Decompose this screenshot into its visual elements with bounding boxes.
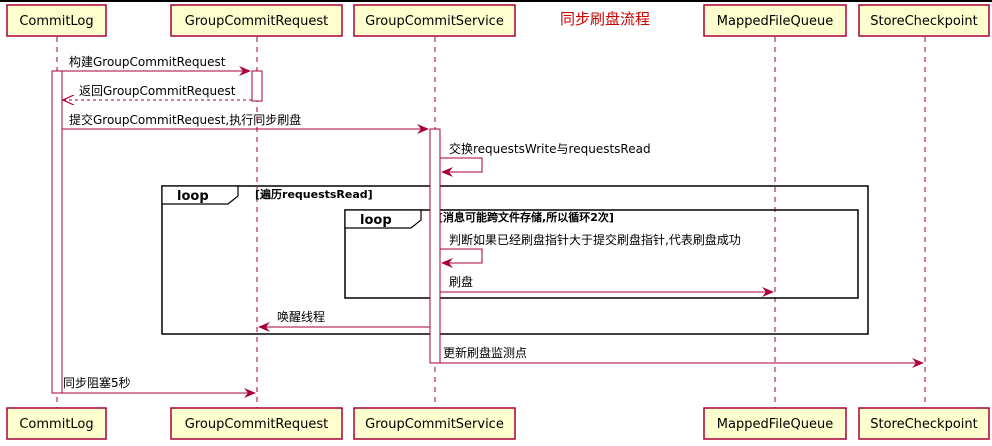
message-label-m6: 刷盘 [449,274,473,289]
participants-bottom: CommitLog GroupCommitRequest GroupCommit… [6,407,990,440]
participant-gcs-top: GroupCommitService [353,4,516,37]
participant-mfq-bottom: MappedFileQueue [703,407,847,440]
activation-gcr [251,70,263,102]
message-label-m9: 同步阻塞5秒 [63,375,131,390]
message-label-m1: 构建GroupCommitRequest [69,54,226,69]
participant-scp-label-bottom: StoreCheckpoint [870,417,978,432]
participant-scp-label-top: StoreCheckpoint [870,14,978,29]
participant-scp-top: StoreCheckpoint [858,4,990,37]
participant-gcr-top: GroupCommitRequest [170,4,343,37]
message-labels: 构建GroupCommitRequest 返回GroupCommitReques… [63,54,741,390]
participant-mfq-label-top: MappedFileQueue [717,14,833,29]
participant-mfq-top: MappedFileQueue [703,4,847,37]
diagram-title: 同步刷盘流程 [560,10,650,28]
participant-gcr-label-bottom: GroupCommitRequest [185,417,328,432]
message-label-m8: 更新刷盘监测点 [443,345,527,360]
activation-commitlog [51,70,63,394]
participant-gcs-label-bottom: GroupCommitService [365,417,504,432]
activation-gcs [429,128,441,364]
loop-outer-condition: [遍历requestsRead] [255,187,373,201]
loop-frame-inner: loop [消息可能跨文件存储,所以循环2次] [344,209,859,299]
participant-gcr-label-top: GroupCommitRequest [185,14,328,29]
participant-gcs-label-top: GroupCommitService [365,14,504,29]
message-label-m2: 返回GroupCommitRequest [79,84,236,98]
participant-commitlog-label-top: CommitLog [19,14,93,29]
participant-mfq-label-bottom: MappedFileQueue [717,417,833,432]
participants-top: CommitLog GroupCommitRequest GroupCommit… [6,4,990,37]
participant-commitlog-label-bottom: CommitLog [19,417,93,432]
message-arrow-m5 [440,248,483,268]
loop-frame-outer: loop [遍历requestsRead] [161,185,869,335]
message-label-m3: 提交GroupCommitRequest,执行同步刷盘 [69,112,301,127]
message-label-m5: 判断如果已经刷盘指针大于提交刷盘指针,代表刷盘成功 [449,232,741,247]
loop-inner-condition: [消息可能跨文件存储,所以循环2次] [438,210,614,224]
messages [62,66,924,398]
participant-gcr-bottom: GroupCommitRequest [170,407,343,440]
participant-commitlog-top: CommitLog [6,4,107,37]
participant-scp-bottom: StoreCheckpoint [858,407,990,440]
message-label-m4: 交换requestsWrite与requestsRead [449,141,651,156]
activations [51,70,441,394]
message-arrow-m4 [440,157,483,177]
participant-commitlog-bottom: CommitLog [6,407,107,440]
loop-inner-keyword: loop [360,213,392,228]
message-label-m7: 唤醒线程 [277,309,325,324]
loop-outer-keyword: loop [177,189,209,204]
participant-gcs-bottom: GroupCommitService [353,407,516,440]
